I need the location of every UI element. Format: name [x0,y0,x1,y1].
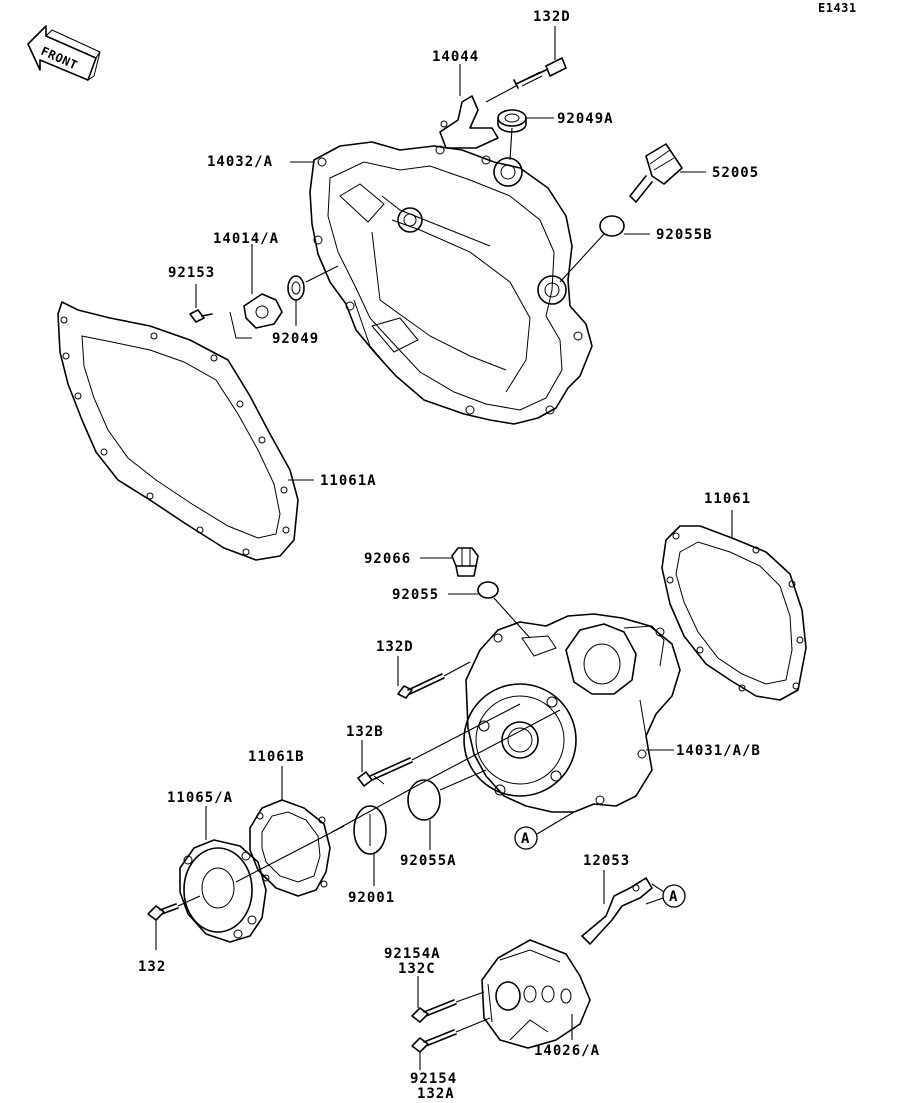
label-132d-mid: 132D [376,639,414,655]
cover-11065a [179,839,267,943]
oring-92055a [407,779,441,821]
label-92049: 92049 [272,331,319,347]
plate-14014a [229,293,283,339]
label-132a: 132A [417,1086,455,1102]
label-92154a: 92154A [384,946,441,962]
bolt-132d-mid [397,673,445,699]
oring-92055 [477,581,499,599]
gasket-11061b [249,799,331,897]
plug-92066 [451,547,479,577]
label-14044: 14044 [432,49,479,65]
bracket-14044 [439,95,499,149]
generator-cover-14031 [463,613,681,813]
label-92153: 92153 [168,265,215,281]
label-52005: 52005 [712,165,759,181]
label-92001: 92001 [348,890,395,906]
front-arrow-icon: FRONT [27,25,101,82]
sprocket-cover-14026a [481,939,591,1049]
reference-a-upper [514,826,538,850]
clutch-cover-14032 [309,141,593,425]
label-14026a: 14026/A [534,1043,600,1059]
bolt-132d-top [513,57,567,89]
label-92055b: 92055B [656,227,713,243]
plug-92001 [353,805,387,855]
label-132b: 132B [346,724,384,740]
gasket-11061a [57,301,299,561]
seal-92049 [287,275,305,301]
bolt-132a [411,1029,457,1053]
bolt-92153 [189,309,213,323]
label-14032a: 14032/A [207,154,273,170]
reference-a-lower-label: A [669,889,678,905]
oring-92055b [599,215,625,237]
label-92066: 92066 [364,551,411,567]
label-132: 132 [138,959,166,975]
label-11065a: 11065/A [167,790,233,806]
label-92154: 92154 [410,1071,457,1087]
cap-52005 [629,143,683,203]
label-11061: 11061 [704,491,751,507]
label-132d-top: 132D [533,9,571,25]
bolt-132b [357,757,413,787]
gasket-11061 [661,525,807,701]
bolt-132 [147,903,179,921]
reference-a-lower [662,884,686,908]
label-92055: 92055 [392,587,439,603]
label-11061a: 11061A [320,473,377,489]
label-14031ab: 14031/A/B [676,743,761,759]
label-11061b: 11061B [248,749,305,765]
label-92055a: 92055A [400,853,457,869]
label-132c: 132C [398,961,436,977]
label-12053: 12053 [583,853,630,869]
guide-12053 [581,877,653,945]
label-14014a: 14014/A [213,231,279,247]
diagram-id: E1431 [818,1,857,15]
label-92049a: 92049A [557,111,614,127]
reference-a-upper-label: A [521,831,530,847]
bolt-132c [411,999,457,1023]
